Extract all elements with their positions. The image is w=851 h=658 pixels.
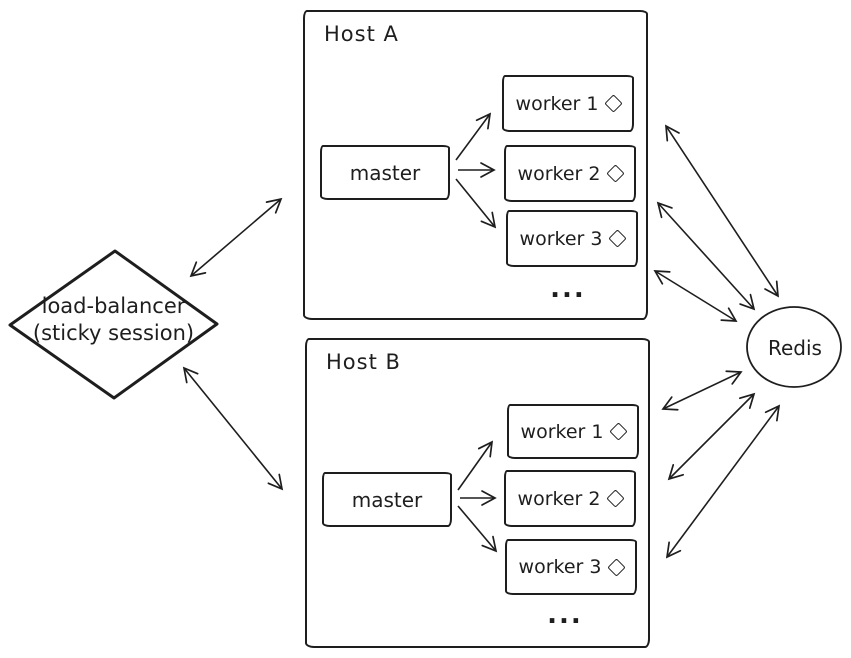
host-a-worker1-label: worker 1 (515, 92, 599, 115)
worker-status-diamond-icon (606, 489, 626, 508)
host-b-label: Host B (326, 350, 401, 374)
host-a-box: Host A master worker 1 worker 2 worker 3… (303, 10, 648, 320)
arrow-masterb-worker3 (457, 505, 498, 553)
host-b-worker2-label: worker 2 (517, 487, 601, 510)
host-b-box: Host B master worker 1 worker 2 worker 3… (305, 338, 650, 648)
host-b-worker2-box: worker 2 (504, 470, 636, 527)
worker-status-diamond-icon (604, 94, 624, 113)
host-b-worker3-label: worker 3 (518, 556, 602, 578)
load-balancer-label-line2: (sticky session) (32, 321, 195, 345)
arrow-hostb-worker2-redis (667, 392, 756, 481)
arrow-hosta-worker2-redis (656, 201, 756, 311)
worker-status-diamond-icon (609, 422, 629, 441)
worker-status-diamond-icon (607, 557, 627, 577)
redis-circle (746, 306, 842, 388)
host-a-master-label: master (349, 160, 421, 185)
worker-status-diamond-icon (608, 229, 628, 248)
host-a-worker2-label: worker 2 (517, 162, 601, 185)
host-b-more-workers-ellipsis: ... (547, 600, 583, 630)
arrow-hosta-worker3-redis (653, 270, 738, 322)
load-balancer-label: load-balancer (sticky session) (10, 293, 217, 347)
host-b-master-label: master (351, 487, 423, 512)
load-balancer-label-line1: load-balancer (41, 294, 186, 318)
host-a-worker2-box: worker 2 (504, 145, 636, 202)
host-a-worker3-label: worker 3 (519, 227, 603, 250)
arrow-mastera-worker1 (455, 112, 492, 161)
host-a-worker3-box: worker 3 (506, 210, 638, 267)
arrow-masterb-worker1 (457, 440, 494, 491)
host-b-worker1-box: worker 1 (507, 404, 639, 459)
worker-status-diamond-icon (606, 164, 626, 183)
host-b-worker3-box: worker 3 (505, 539, 637, 595)
host-b-worker1-label: worker 1 (520, 420, 604, 443)
arrow-hosta-worker1-redis (665, 124, 779, 298)
host-a-worker1-box: worker 1 (502, 75, 634, 132)
arrow-loadbalancer-hostb (182, 366, 284, 491)
arrow-hostb-worker3-redis (665, 404, 781, 559)
host-a-label: Host A (324, 22, 399, 46)
arrow-mastera-worker3 (455, 178, 497, 229)
arrow-loadbalancer-hosta (189, 197, 283, 278)
redis-label: Redis (768, 336, 822, 360)
host-a-more-workers-ellipsis: ... (550, 274, 586, 304)
host-b-master-box: master (322, 472, 452, 527)
arrow-hostb-worker1-redis (661, 370, 743, 411)
host-a-master-box: master (320, 145, 450, 200)
load-balancer-diamond (8, 249, 219, 400)
